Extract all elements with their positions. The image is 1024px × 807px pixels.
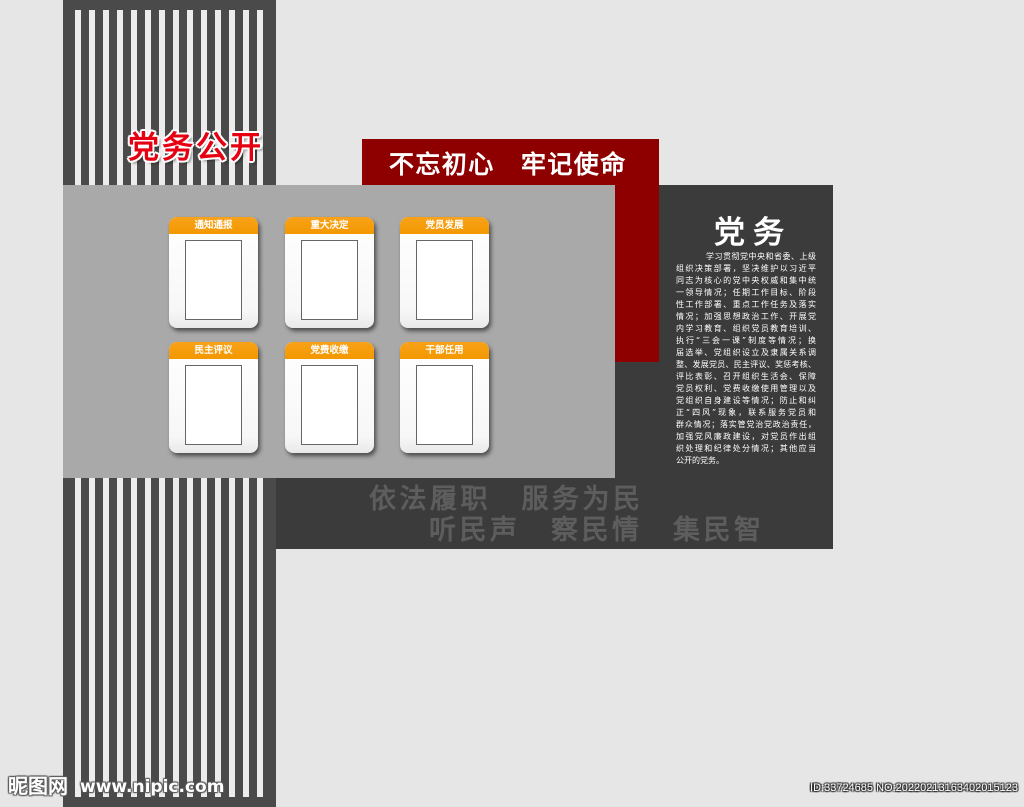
photo-frame bbox=[416, 365, 473, 445]
text-line: 评比表彰、召开组织生活会、保障 bbox=[676, 372, 816, 381]
card-header: 干部任用 bbox=[400, 342, 489, 360]
text-line: 正“四风”现象，联系服务党员和 bbox=[676, 408, 816, 417]
party-affairs-text: 学习贯彻党中央和省委、上级 组织决策部署，坚决维护以习近平 同志为核心的党中央权… bbox=[676, 251, 816, 467]
text-line: 组织决策部署，坚决维护以习近平 bbox=[676, 264, 816, 273]
text-line: 同志为核心的党中央权威和集中统 bbox=[676, 276, 816, 285]
card-header: 通知通报 bbox=[169, 217, 258, 235]
watermark-id: ID:33724685 NO:20220213163402015123 bbox=[810, 782, 1018, 794]
text-line: 性工作部署、重点工作任务及落实 bbox=[676, 300, 816, 309]
bulletin-card: 通知通报 bbox=[169, 217, 258, 328]
card-label: 民主评议 bbox=[194, 345, 233, 356]
bulletin-card: 干部任用 bbox=[400, 342, 489, 453]
photo-frame bbox=[301, 365, 358, 445]
card-header: 重大决定 bbox=[285, 217, 374, 235]
photo-frame bbox=[416, 240, 473, 320]
photo-frame bbox=[185, 240, 242, 320]
banner-slogan: 不忘初心 牢记使命 bbox=[389, 150, 627, 179]
bulletin-card: 重大决定 bbox=[285, 217, 374, 328]
card-header: 民主评议 bbox=[169, 342, 258, 360]
board-title: 党务公开 bbox=[128, 130, 264, 166]
text-line: 执行“三会一课”制度等情况；换 bbox=[676, 336, 816, 345]
text-line: 学习贯彻党中央和省委、上级 bbox=[706, 252, 816, 261]
text-line: 加强党风廉政建设，对党员作出组 bbox=[676, 432, 816, 441]
photo-frame bbox=[301, 240, 358, 320]
text-line: 整、发展党员、民主评议、奖惩考核、 bbox=[676, 360, 816, 369]
watermark-url: www.nipic.com bbox=[80, 777, 225, 797]
card-header: 党费收缴 bbox=[285, 342, 374, 360]
card-label: 党员发展 bbox=[425, 220, 464, 231]
card-label: 重大决定 bbox=[310, 220, 349, 231]
text-line: 内学习教育、组织党员教育培训、 bbox=[676, 324, 816, 333]
watermark-logo: 昵图网 bbox=[8, 774, 68, 798]
slogan-line-1: 依法履职 服务为民 bbox=[369, 484, 644, 515]
party-affairs-heading: 党务 bbox=[714, 215, 792, 251]
text-line: 公开的党务。 bbox=[676, 456, 724, 465]
card-label: 党费收缴 bbox=[310, 345, 349, 356]
bulletin-card: 党费收缴 bbox=[285, 342, 374, 453]
text-line: 党组织自身建设等情况；防止和纠 bbox=[676, 396, 816, 405]
photo-frame bbox=[185, 365, 242, 445]
text-line: 情况；加强思想政治工作、开展党 bbox=[676, 312, 816, 321]
text-line: 织处理和纪律处分情况；其他应当 bbox=[676, 444, 816, 453]
bulletin-card: 党员发展 bbox=[400, 217, 489, 328]
text-line: 党员权利、党费收缴使用管理以及 bbox=[676, 384, 816, 393]
card-label: 通知通报 bbox=[194, 220, 233, 231]
text-line: 届选举、党组织设立及隶属关系调 bbox=[676, 348, 816, 357]
card-label: 干部任用 bbox=[425, 345, 464, 356]
gray-panel: 通知通报 重大决定 党员发展 民主评议 党费收缴 bbox=[63, 185, 615, 478]
text-line: 一领导情况；任期工作目标、阶段 bbox=[676, 288, 816, 297]
card-header: 党员发展 bbox=[400, 217, 489, 235]
text-line: 群众情况；落实管党治党政治责任， bbox=[676, 420, 816, 429]
bulletin-card: 民主评议 bbox=[169, 342, 258, 453]
slogan-line-2: 听民声 察民情 集民智 bbox=[429, 515, 765, 546]
